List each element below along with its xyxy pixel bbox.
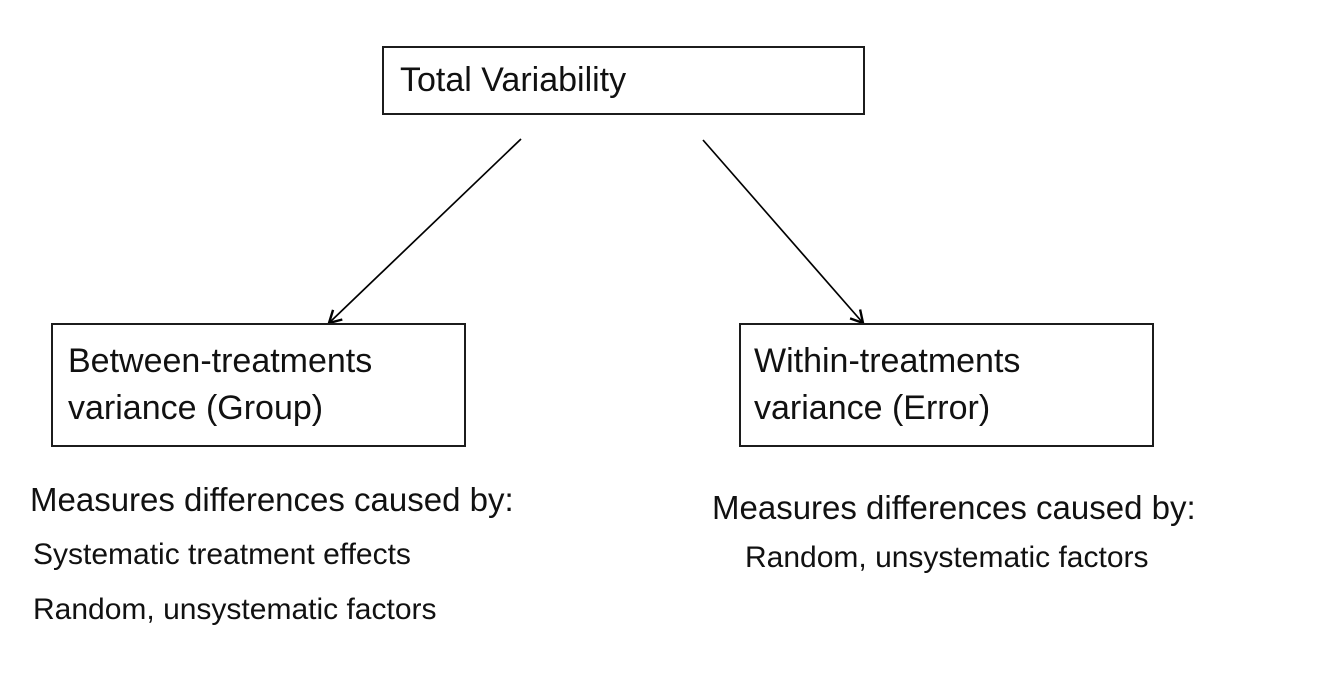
node-within-label-line1: Within-treatments [754,342,1021,380]
node-within-label-line2: variance (Error) [754,389,991,427]
right-description-item: Random, unsystematic factors [745,541,1149,574]
node-within-treatments: Within-treatments variance (Error) [739,323,1154,447]
arrow-to-within [702,139,865,325]
arrow-to-between [327,138,522,325]
node-between-treatments: Between-treatments variance (Group) [51,323,466,447]
left-description-heading: Measures differences caused by: [30,481,514,518]
node-total-variability: Total Variability [382,46,865,115]
right-description-heading: Measures differences caused by: [712,489,1196,526]
node-between-label-line1: Between-treatments [68,342,373,380]
left-description-item: Systematic treatment effects [33,538,411,571]
left-description-item: Random, unsystematic factors [33,593,437,626]
node-total-label: Total Variability [400,61,627,99]
node-between-label-line2: variance (Group) [68,389,324,427]
